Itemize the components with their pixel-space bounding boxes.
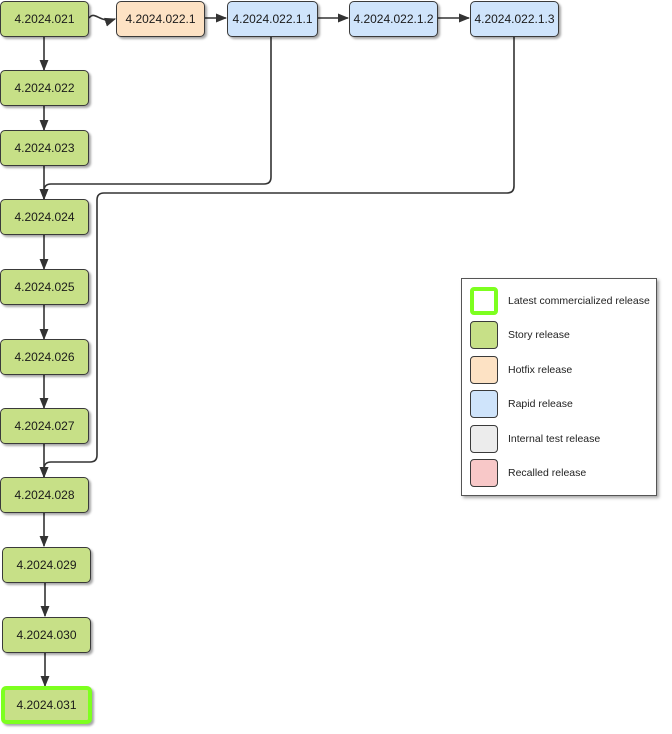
legend-label-recalled: Recalled release [508,467,587,479]
node-v029: 4.2024.029 [2,547,91,583]
legend-swatch-internal [470,425,498,453]
edge-02211-024 [39,36,272,201]
node-v025: 4.2024.025 [0,269,89,305]
node-v02213: 4.2024.022.1.3 [470,1,559,37]
node-v02212: 4.2024.022.1.2 [349,1,438,37]
legend-item-story: Story release [470,321,570,349]
legend-swatch-story [470,321,498,349]
legend-swatch-rapid [470,390,498,418]
legend-item-hotfix: Hotfix release [470,356,572,384]
node-v0221: 4.2024.022.1 [116,1,205,37]
node-v030: 4.2024.030 [2,617,91,653]
legend-label-internal: Internal test release [508,433,601,445]
legend-label-story: Story release [508,329,570,341]
legend-label-rapid: Rapid release [508,398,573,410]
legend: Latest commercialized release Story rele… [461,278,657,496]
node-v021: 4.2024.021 [0,1,89,37]
node-v024: 4.2024.024 [0,199,89,235]
legend-item-rapid: Rapid release [470,390,573,418]
node-v028: 4.2024.028 [0,477,89,513]
node-v031: 4.2024.031 [1,686,92,724]
node-v027: 4.2024.027 [0,408,89,444]
legend-item-recalled: Recalled release [470,459,586,487]
legend-label-latest: Latest commercialized release [508,295,650,307]
edge-021-0221 [88,14,117,27]
node-v023: 4.2024.023 [0,130,89,166]
legend-swatch-hotfix [470,356,498,384]
legend-swatch-latest [470,287,498,315]
node-v022: 4.2024.022 [0,70,89,106]
node-v026: 4.2024.026 [0,339,89,375]
edge-02213-028 [39,36,515,479]
legend-swatch-recalled [470,459,498,487]
legend-item-latest: Latest commercialized release [470,287,650,315]
node-v02211: 4.2024.022.1.1 [227,1,318,37]
legend-label-hotfix: Hotfix release [508,364,573,376]
legend-item-internal: Internal test release [470,425,600,453]
